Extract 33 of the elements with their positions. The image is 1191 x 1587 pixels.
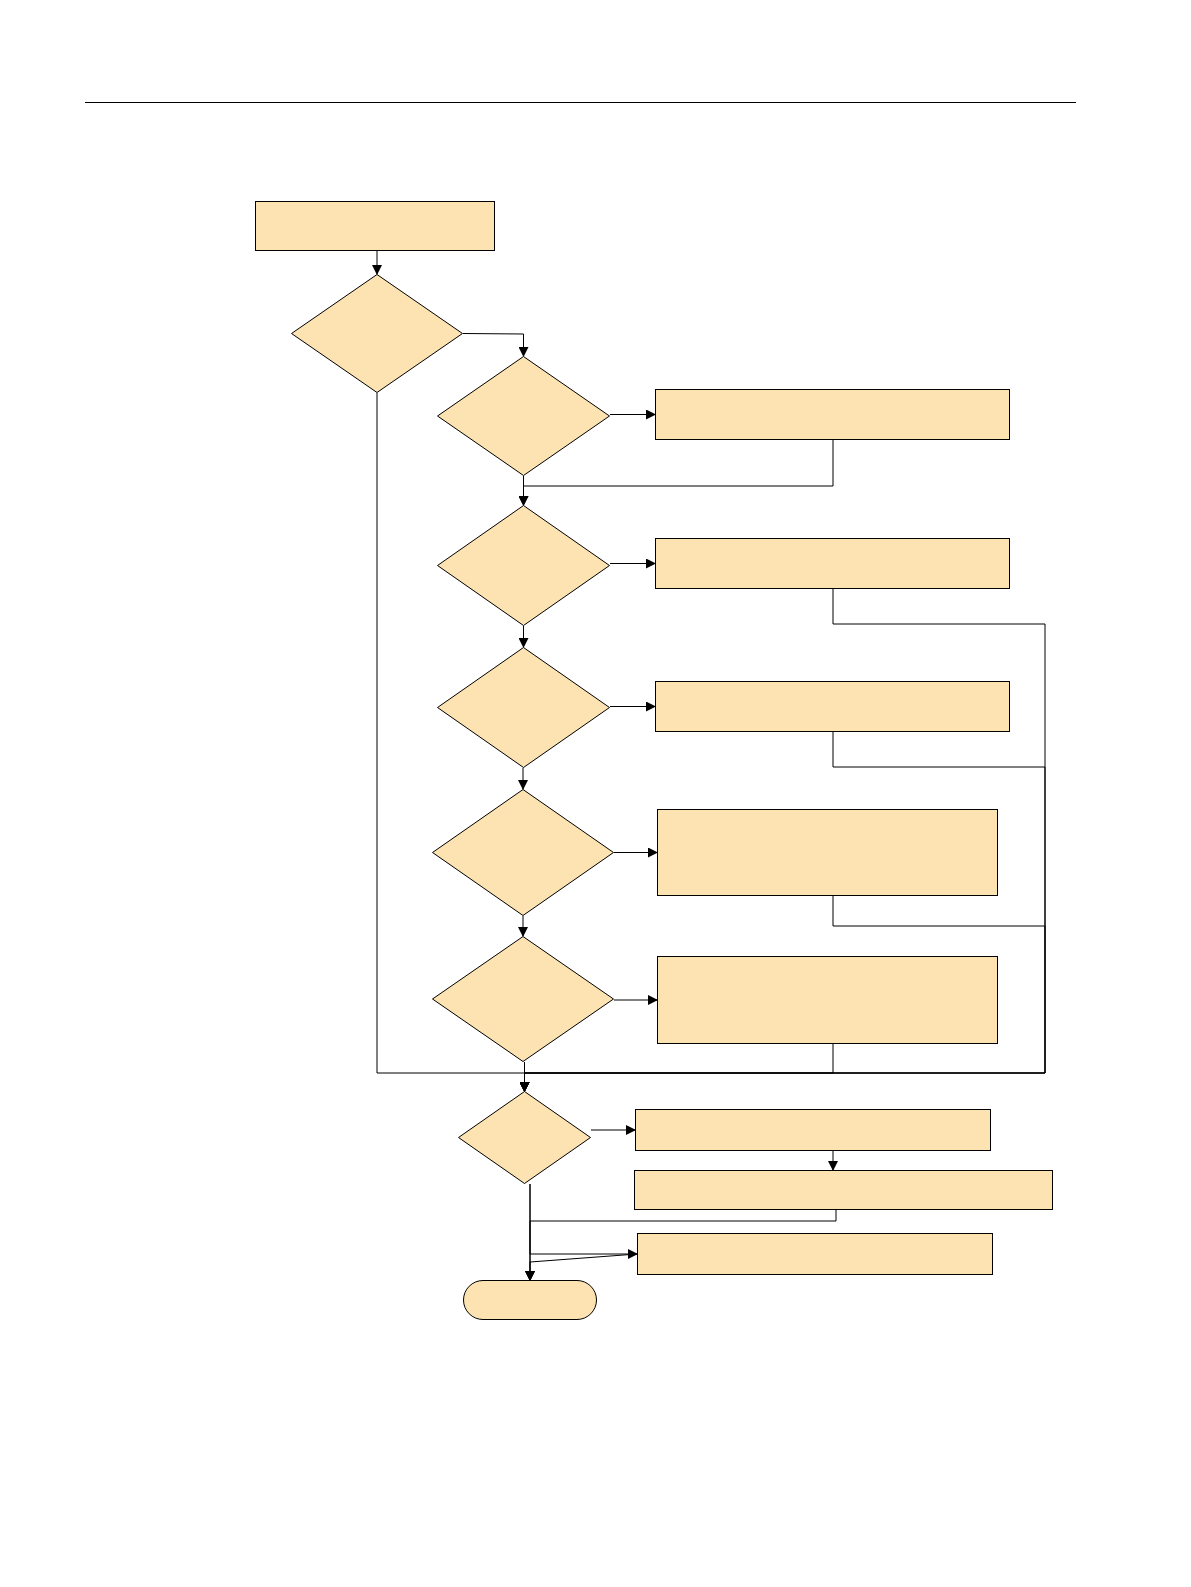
process-box bbox=[657, 809, 998, 896]
process-box bbox=[657, 956, 998, 1044]
arrow bbox=[828, 1150, 838, 1171]
arrow bbox=[529, 1183, 638, 1259]
arrow bbox=[609, 558, 656, 569]
decision-diamond bbox=[458, 1091, 591, 1184]
process-box bbox=[637, 1233, 993, 1275]
process-box bbox=[655, 389, 1010, 440]
decision-diamond bbox=[437, 356, 610, 476]
decision-diamond bbox=[432, 936, 614, 1062]
arrow bbox=[372, 250, 382, 275]
arrow bbox=[613, 847, 658, 858]
process-box bbox=[655, 538, 1010, 589]
decision-diamond bbox=[437, 505, 610, 626]
arrow bbox=[609, 701, 656, 712]
arrow bbox=[525, 1253, 638, 1281]
arrow bbox=[518, 915, 528, 937]
terminal-shape bbox=[463, 1280, 597, 1320]
process-box bbox=[635, 1109, 991, 1151]
arrow bbox=[613, 995, 658, 1005]
decision-diamond bbox=[432, 789, 614, 916]
arrow bbox=[518, 475, 529, 506]
decision-diamond bbox=[291, 274, 463, 393]
process-box bbox=[655, 681, 1010, 732]
arrow bbox=[590, 1125, 636, 1135]
process-box bbox=[255, 201, 495, 251]
arrow bbox=[518, 767, 528, 790]
arrow bbox=[609, 409, 656, 420]
arrow bbox=[376, 392, 530, 1092]
arrow bbox=[518, 625, 529, 648]
decision-diamond bbox=[437, 647, 610, 768]
arrow bbox=[462, 333, 529, 357]
process-box bbox=[634, 1170, 1053, 1210]
